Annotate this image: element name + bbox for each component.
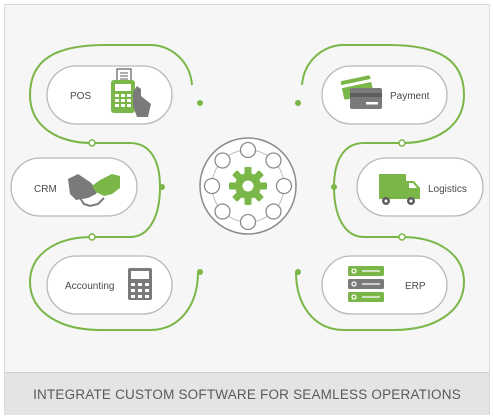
node-crm: CRM [10,157,138,217]
central-hub [199,137,297,235]
handshake-icon [68,174,120,208]
node-payment-label: Payment [390,91,430,102]
node-pos-label: POS [70,91,91,102]
node-crm-label: CRM [34,184,57,195]
node-pos: POS [46,65,173,125]
node-erp: ERP [321,255,448,315]
calculator-icon [128,268,152,300]
node-payment: Payment [321,65,448,125]
caption-banner: INTEGRATE CUSTOM SOFTWARE FOR SEAMLESS O… [5,372,489,415]
delivery-truck-icon [379,174,420,205]
caption-text: INTEGRATE CUSTOM SOFTWARE FOR SEAMLESS O… [33,386,461,402]
integration-diagram: POS CRM Accounting [10,44,484,331]
connector-dots [88,100,406,275]
node-accounting: Accounting [46,255,173,315]
node-logistics-label: Logistics [428,184,467,195]
pos-terminal-icon [111,68,151,117]
node-erp-label: ERP [405,281,426,292]
node-accounting-label: Accounting [65,281,114,292]
hub-satellite-nodes [203,141,293,231]
server-stack-icon [348,266,384,302]
credit-cards-icon [340,75,382,109]
connector-arcs [28,44,466,331]
gear-icon [229,167,267,205]
node-logistics: Logistics [356,157,484,217]
